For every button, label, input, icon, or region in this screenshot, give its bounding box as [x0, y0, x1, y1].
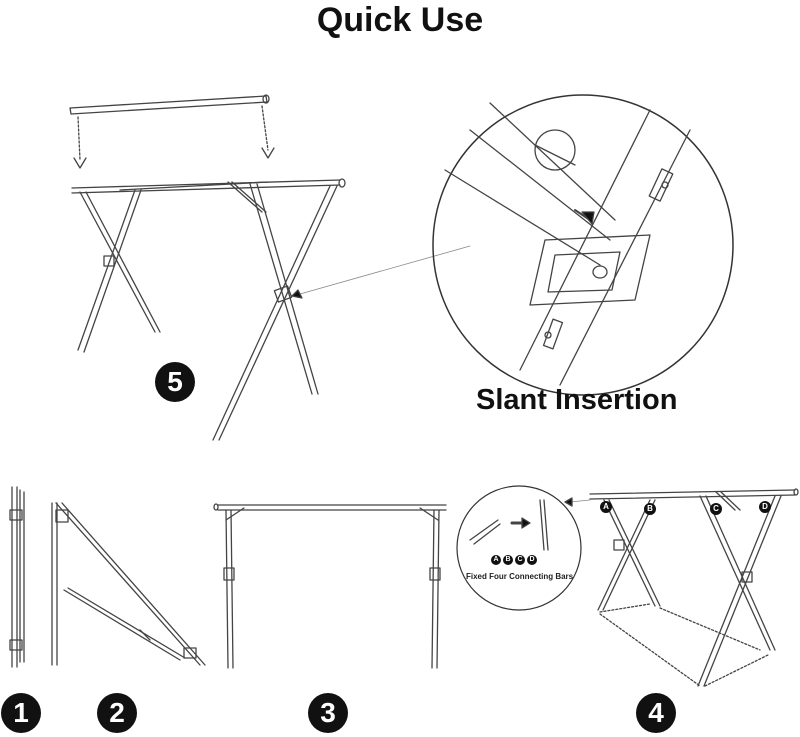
step-badge-5: 5 [155, 362, 195, 402]
step5-rack [69, 94, 471, 441]
inset-label-a: A [491, 555, 501, 565]
step1-folded [9, 486, 25, 668]
inset-label-b: B [503, 555, 513, 565]
step3-opened [213, 503, 447, 669]
step4-rack [589, 488, 799, 687]
step-badge-1: 1 [1, 693, 41, 733]
step4-inset [456, 485, 591, 611]
loose-top-bar [69, 95, 268, 115]
arrow-down-right [261, 105, 269, 151]
step2-unfolding [51, 502, 206, 666]
zoom-pointer [299, 245, 471, 295]
zoom-detail [432, 94, 734, 396]
slant-insertion-caption: Slant Insertion [476, 384, 678, 416]
step-badge-2: 2 [97, 693, 137, 733]
bar-label-c: C [710, 503, 722, 515]
inset-label-c: C [515, 555, 525, 565]
inset-label-d: D [527, 555, 537, 565]
bar-label-b: B [644, 503, 656, 515]
page-title: Quick Use [316, 1, 484, 39]
bar-label-d: D [759, 501, 771, 513]
bar-label-a: A [600, 501, 612, 513]
step-badge-3: 3 [308, 693, 348, 733]
arrow-down-left [77, 116, 81, 161]
step-badge-4: 4 [636, 693, 676, 733]
inset-caption: Fixed Four Connecting Bars [466, 572, 574, 581]
